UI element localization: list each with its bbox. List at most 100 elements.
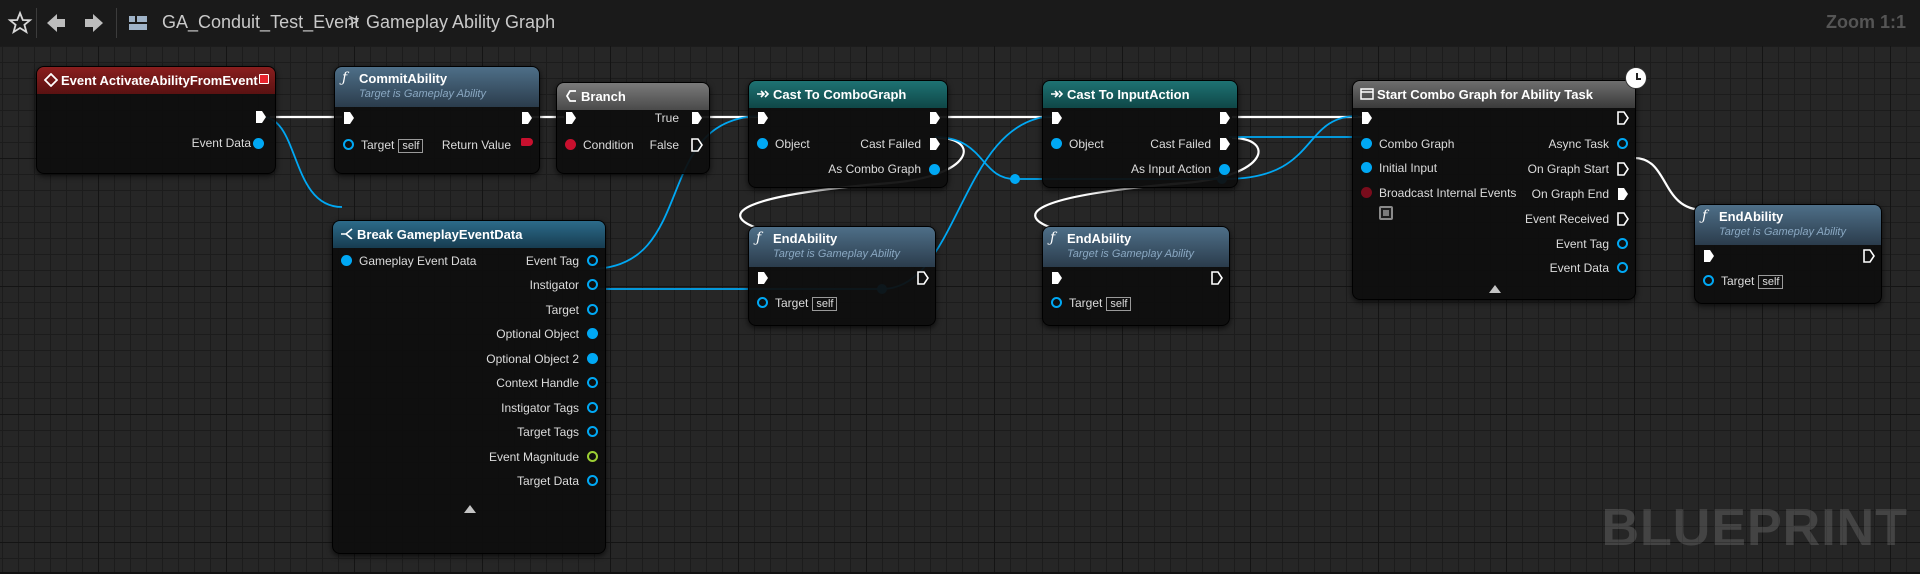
object-out-pin[interactable] <box>587 279 598 290</box>
star-icon[interactable] <box>6 9 34 37</box>
struct-out-pin[interactable] <box>587 377 598 388</box>
node-header[interactable]: ƒ CommitAbility Target is Gameplay Abili… <box>335 67 539 107</box>
end-ability-node-2[interactable]: ƒ EndAbility Target is Gameplay Ability … <box>1042 226 1230 326</box>
pin-as-combo-graph: As Combo Graph <box>828 162 921 176</box>
start-combo-graph-task-node[interactable]: Start Combo Graph for Ability Task Combo… <box>1352 67 1647 300</box>
object-out-pin[interactable] <box>1219 164 1230 175</box>
back-arrow-icon[interactable] <box>42 9 70 37</box>
object-out-pin[interactable] <box>587 328 598 339</box>
object-in-pin[interactable] <box>757 138 768 149</box>
exec-out-pin[interactable] <box>255 110 267 124</box>
exec-wire <box>1633 156 1705 212</box>
node-header[interactable]: ƒ EndAbility Target is Gameplay Ability <box>1043 227 1229 267</box>
node-header[interactable]: Cast To ComboGraph <box>749 81 947 108</box>
forward-arrow-icon[interactable] <box>80 9 108 37</box>
function-icon: ƒ <box>1702 208 1708 224</box>
exec-in-pin[interactable] <box>565 111 577 125</box>
cast-to-combograph-node[interactable]: Cast To ComboGraph Object Cast Failed As… <box>748 80 948 188</box>
node-header[interactable]: ƒ EndAbility Target is Gameplay Ability <box>749 227 935 267</box>
condition-in-pin[interactable] <box>565 139 576 150</box>
exec-in-pin[interactable] <box>343 111 355 125</box>
broadcast-checkbox[interactable] <box>1379 206 1393 220</box>
node-header[interactable]: ƒ EndAbility Target is Gameplay Ability <box>1695 205 1881 245</box>
self-default[interactable]: self <box>1106 297 1132 311</box>
exec-out-pin[interactable] <box>917 271 929 285</box>
float-out-pin[interactable] <box>587 451 598 462</box>
self-default[interactable]: self <box>812 297 838 311</box>
breadcrumb-asset[interactable]: GA_Conduit_Test_Event <box>162 12 360 32</box>
commit-ability-node[interactable]: ƒ CommitAbility Target is Gameplay Abili… <box>334 66 540 174</box>
initial-input-in-pin[interactable] <box>1361 162 1372 173</box>
blueprint-graph-canvas[interactable]: Event ActivateAbilityFromEvent Event Dat… <box>0 46 1920 574</box>
exec-out-pin[interactable] <box>691 111 703 125</box>
target-in-pin[interactable] <box>757 297 768 308</box>
exec-out-pin[interactable] <box>1219 111 1231 125</box>
delegate-pin-icon[interactable] <box>259 74 269 84</box>
pin-cast-failed: Cast Failed <box>1150 137 1211 151</box>
node-subtitle: Target is Gameplay Ability <box>359 88 486 100</box>
node-title: Cast To InputAction <box>1067 87 1190 102</box>
wire-reroute-dot <box>1010 174 1020 184</box>
combo-graph-in-pin[interactable] <box>1361 138 1372 149</box>
exec-out-pin[interactable] <box>1617 162 1629 176</box>
node-header[interactable]: Break GameplayEventData <box>333 221 605 248</box>
target-in-pin[interactable] <box>1051 297 1062 308</box>
node-header[interactable]: Cast To InputAction <box>1043 81 1237 108</box>
struct-out-pin[interactable] <box>587 426 598 437</box>
exec-in-pin[interactable] <box>1051 111 1063 125</box>
node-header[interactable]: Event ActivateAbilityFromEvent <box>37 67 275 94</box>
event-tag-out-pin[interactable] <box>1617 238 1628 249</box>
struct-out-pin[interactable] <box>587 475 598 486</box>
exec-out-pin[interactable] <box>1617 187 1629 201</box>
exec-out-pin[interactable] <box>691 138 703 152</box>
exec-in-pin[interactable] <box>757 111 769 125</box>
broadcast-in-pin[interactable] <box>1361 187 1372 198</box>
object-out-pin[interactable] <box>587 353 598 364</box>
event-data-out-pin[interactable] <box>1617 262 1628 273</box>
async-task-out-pin[interactable] <box>1617 138 1628 149</box>
target-in-pin[interactable] <box>1703 275 1714 286</box>
exec-out-pin[interactable] <box>521 111 533 125</box>
pin-target: Target <box>1069 296 1103 310</box>
exec-in-pin[interactable] <box>1051 271 1063 285</box>
object-in-pin[interactable] <box>1051 138 1062 149</box>
pin-target: Target <box>361 138 395 152</box>
struct-out-pin[interactable] <box>587 255 598 266</box>
collapse-arrow-icon[interactable] <box>1489 285 1501 293</box>
exec-out-pin[interactable] <box>1211 271 1223 285</box>
exec-out-pin[interactable] <box>1863 249 1875 263</box>
node-header[interactable]: Start Combo Graph for Ability Task <box>1353 81 1635 108</box>
exec-out-pin[interactable] <box>929 137 941 151</box>
branch-node[interactable]: Branch True Condition False <box>556 82 710 174</box>
struct-in-pin[interactable] <box>341 255 352 266</box>
exec-in-pin[interactable] <box>757 271 769 285</box>
bool-out-pin[interactable] <box>521 138 533 146</box>
pin-broadcast-internal-events: Broadcast Internal Events <box>1379 186 1517 200</box>
cast-to-inputaction-node[interactable]: Cast To InputAction Object Cast Failed A… <box>1042 80 1238 188</box>
self-default[interactable]: self <box>1758 275 1784 289</box>
break-struct-icon <box>341 228 353 240</box>
pin-on-graph-start: On Graph Start <box>1527 162 1609 176</box>
exec-in-pin[interactable] <box>1703 249 1715 263</box>
break-gameplay-event-data-node[interactable]: Break GameplayEventData Gameplay Event D… <box>332 220 606 554</box>
struct-out-pin[interactable] <box>253 138 264 149</box>
object-out-pin[interactable] <box>587 304 598 315</box>
node-header[interactable]: Branch <box>557 83 709 110</box>
target-in-pin[interactable] <box>343 139 354 150</box>
object-out-pin[interactable] <box>929 164 940 175</box>
collapse-arrow-icon[interactable] <box>464 505 476 513</box>
exec-in-pin[interactable] <box>1361 111 1373 125</box>
end-ability-node-1[interactable]: ƒ EndAbility Target is Gameplay Ability … <box>748 226 936 326</box>
function-icon: ƒ <box>756 230 762 246</box>
end-ability-node-3[interactable]: ƒ EndAbility Target is Gameplay Ability … <box>1694 204 1882 304</box>
exec-out-pin[interactable] <box>1219 137 1231 151</box>
breadcrumb-graph[interactable]: Gameplay Ability Graph <box>366 12 556 32</box>
exec-out-pin[interactable] <box>1617 212 1629 226</box>
blueprint-asset-icon[interactable] <box>124 9 152 37</box>
struct-out-pin[interactable] <box>587 402 598 413</box>
self-default[interactable]: self <box>398 139 424 153</box>
pin-gameplay-event-data: Gameplay Event Data <box>359 254 477 268</box>
exec-out-pin[interactable] <box>929 111 941 125</box>
event-activate-ability-node[interactable]: Event ActivateAbilityFromEvent Event Dat… <box>36 66 276 174</box>
exec-out-pin[interactable] <box>1617 111 1629 125</box>
